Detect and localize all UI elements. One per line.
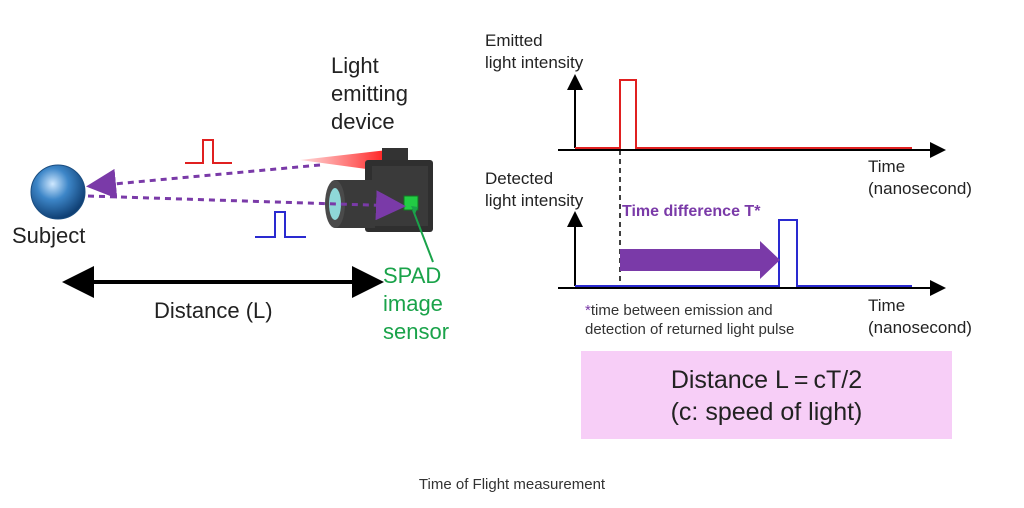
blue-pulse-icon (255, 211, 306, 238)
emitted-path-arrow (86, 163, 321, 199)
top-graph-xlabel: Time (nanosecond) (868, 157, 972, 198)
formula-line-2: (c: speed of light) (670, 398, 863, 426)
footnote-star: * (585, 302, 591, 319)
returned-path-arrow (87, 190, 406, 221)
spad-pointer-line (412, 209, 434, 263)
bottom-graph-ylabel: Detected light intensity (485, 169, 584, 210)
time-difference-label: Time difference T* (622, 203, 761, 220)
figure-caption: Time of Flight measurement (418, 476, 606, 493)
formula-line-1: Distance L = cT/2 (670, 366, 863, 394)
footnote-line-1: time between emission and (590, 302, 773, 319)
spad-sensor-label: SPAD image sensor (383, 263, 450, 344)
footnote: *time between emission and detection of … (585, 301, 794, 339)
subject-label: Subject (12, 223, 86, 248)
time-difference-arrow (620, 241, 780, 279)
detected-pulse-line (575, 219, 912, 287)
light-emitting-device-label: Light emitting device (331, 53, 409, 134)
emitted-pulse-line (575, 79, 912, 149)
distance-label: Distance (L) (154, 298, 273, 323)
footnote-line-2: detection of returned light pulse (585, 321, 795, 338)
bottom-graph-xlabel: Time (nanosecond) (868, 296, 972, 337)
formula-box: Distance L = cT/2 (c: speed of light) (581, 351, 952, 439)
subject-sphere (30, 164, 86, 220)
top-graph-ylabel: Emitted light intensity (485, 31, 584, 72)
red-pulse-icon (185, 139, 232, 164)
